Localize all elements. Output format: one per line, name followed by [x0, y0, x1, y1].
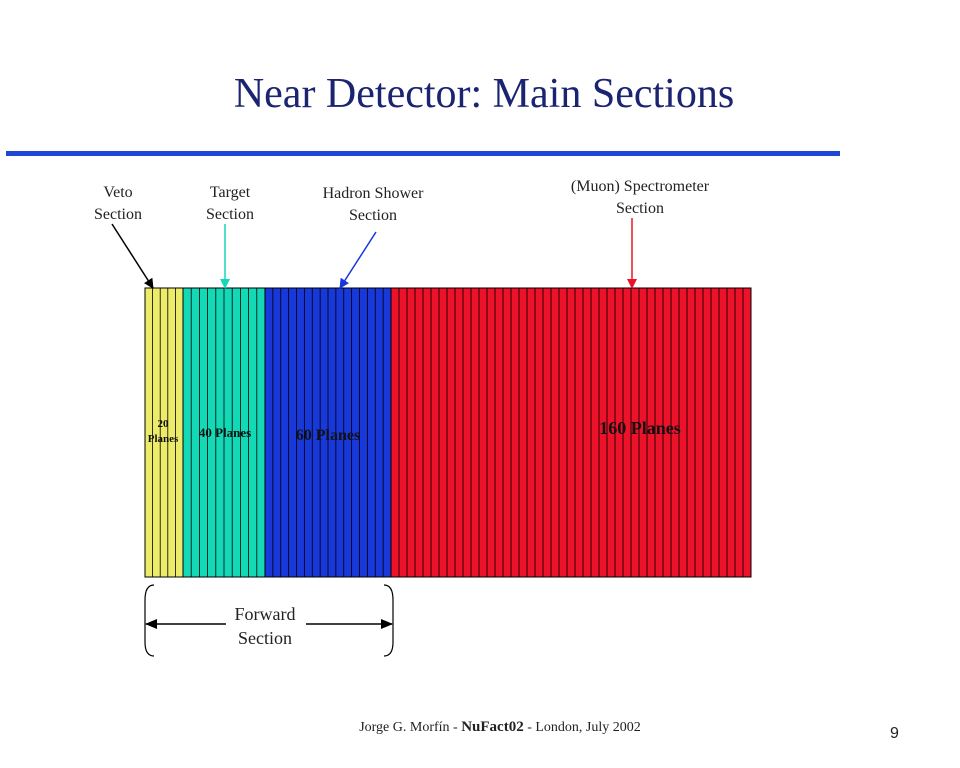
forward-label-line1: Forward	[234, 604, 296, 624]
muon-section-block	[390, 287, 752, 578]
veto-label-line1: Veto	[103, 184, 133, 201]
hadron-pointer-arrow	[339, 231, 377, 289]
footer-credit: Jorge G. Morfín - NuFact02 - London, Jul…	[270, 719, 730, 736]
hadron-planes-label: 60 Planes	[296, 427, 360, 444]
veto-pointer-arrow	[111, 223, 154, 289]
forward-bracket-right	[383, 584, 394, 657]
footer-event: NuFact02	[461, 719, 524, 735]
target-planes-label: 40 Planes	[199, 425, 251, 440]
forward-section-label: Forward Section	[190, 602, 340, 650]
forward-bracket-left	[144, 584, 155, 657]
hadron-label-line1: Hadron Shower	[322, 185, 424, 202]
muon-planes-label: 160 Planes	[599, 418, 681, 438]
target-section-label: Target Section	[190, 182, 270, 226]
title-underline	[6, 151, 840, 156]
page-number: 9	[890, 725, 899, 742]
slide-title: Near Detector: Main Sections	[233, 71, 735, 117]
target-label-line1: Target	[209, 184, 251, 201]
veto-label-line2: Section	[94, 206, 142, 223]
detector-sections	[144, 287, 752, 578]
footer-location: - London, July 2002	[523, 720, 641, 735]
veto-planes-label-line2: Planes	[148, 433, 179, 445]
hadron-label-line2: Section	[349, 207, 397, 224]
footer-author: Jorge G. Morfín -	[359, 720, 462, 735]
muon-label-line1: (Muon) Spectrometer	[570, 178, 710, 195]
hadron-section-label: Hadron Shower Section	[303, 183, 443, 227]
veto-section-label: Veto Section	[78, 182, 158, 226]
veto-planes-label-line1: 20	[158, 418, 170, 430]
forward-label-line2: Section	[238, 628, 292, 648]
muon-label-line2: Section	[616, 200, 664, 217]
muon-section-label: (Muon) Spectrometer Section	[550, 176, 730, 220]
target-label-line2: Section	[206, 206, 254, 223]
